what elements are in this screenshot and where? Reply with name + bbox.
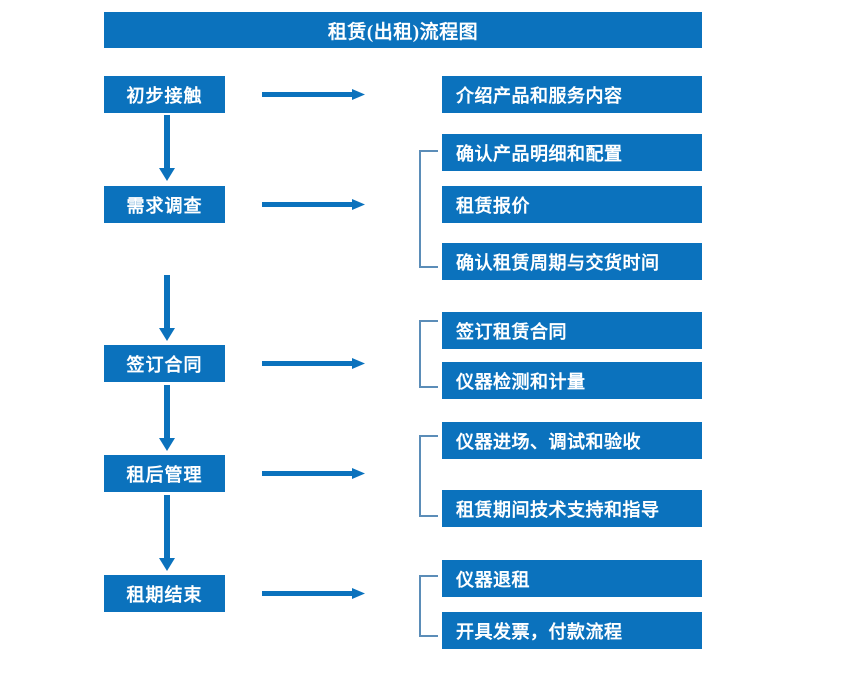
detail-box-4[interactable]: 确认租赁周期与交货时间 bbox=[442, 243, 702, 280]
down-arrow-icon-2 bbox=[154, 275, 180, 343]
stage-box-1[interactable]: 初步接触 bbox=[104, 76, 225, 113]
down-arrow-icon-3 bbox=[154, 385, 180, 453]
right-arrow-icon-2 bbox=[262, 196, 366, 214]
page-title: 租赁(出租)流程图 bbox=[104, 12, 702, 48]
group-bracket-4 bbox=[418, 435, 440, 517]
detail-box-2[interactable]: 确认产品明细和配置 bbox=[442, 134, 702, 171]
down-arrow-icon-4 bbox=[154, 495, 180, 573]
down-arrow-icon-1 bbox=[154, 115, 180, 183]
detail-box-3[interactable]: 租赁报价 bbox=[442, 186, 702, 223]
detail-box-5[interactable]: 签订租赁合同 bbox=[442, 312, 702, 349]
detail-box-7[interactable]: 仪器进场、调试和验收 bbox=[442, 422, 702, 459]
group-bracket-2 bbox=[418, 150, 440, 268]
detail-box-1[interactable]: 介绍产品和服务内容 bbox=[442, 76, 702, 113]
detail-box-10[interactable]: 开具发票，付款流程 bbox=[442, 612, 702, 649]
detail-box-6[interactable]: 仪器检测和计量 bbox=[442, 362, 702, 399]
stage-box-3[interactable]: 签订合同 bbox=[104, 345, 225, 382]
right-arrow-icon-1 bbox=[262, 86, 366, 104]
right-arrow-icon-4 bbox=[262, 465, 366, 483]
stage-box-4[interactable]: 租后管理 bbox=[104, 455, 225, 492]
right-arrow-icon-3 bbox=[262, 355, 366, 373]
detail-box-8[interactable]: 租赁期间技术支持和指导 bbox=[442, 490, 702, 527]
right-arrow-icon-5 bbox=[262, 585, 366, 603]
group-bracket-3 bbox=[418, 320, 440, 388]
group-bracket-5 bbox=[418, 575, 440, 637]
stage-box-2[interactable]: 需求调查 bbox=[104, 186, 225, 223]
detail-box-9[interactable]: 仪器退租 bbox=[442, 560, 702, 597]
stage-box-5[interactable]: 租期结束 bbox=[104, 575, 225, 612]
